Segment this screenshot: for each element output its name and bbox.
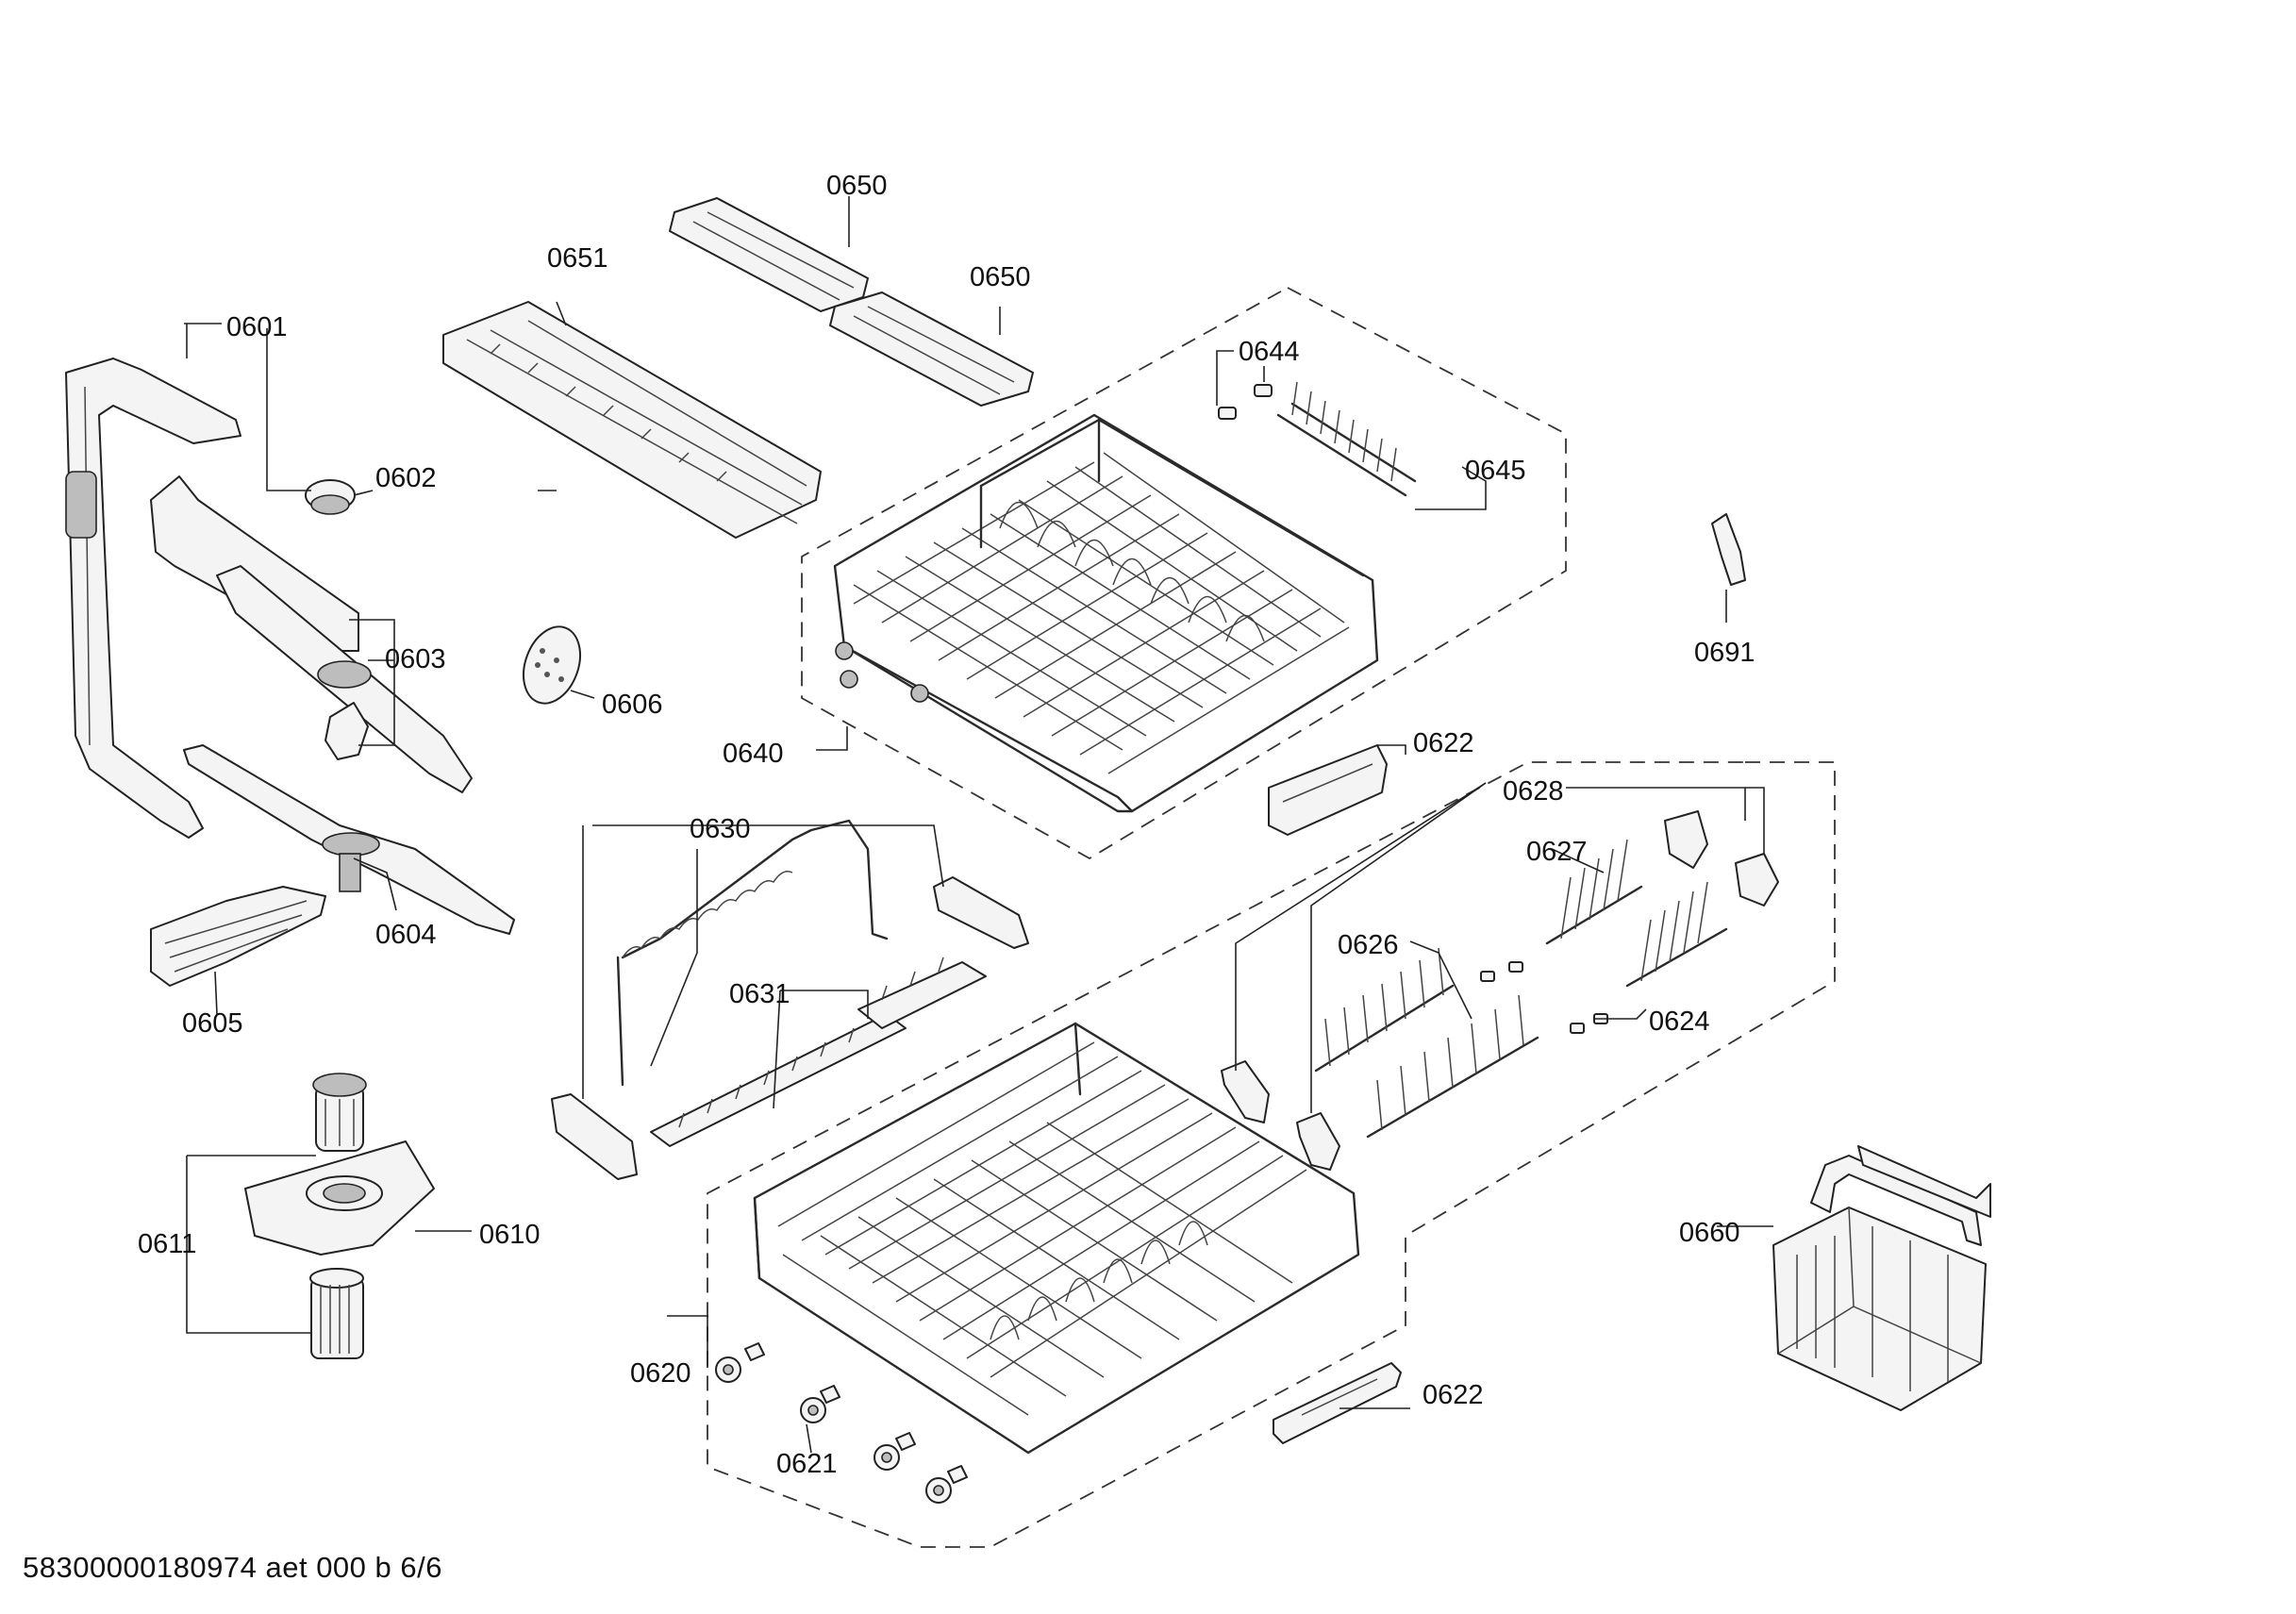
upper-basket-0640 — [833, 413, 1379, 813]
label-0621: 0621 — [776, 1449, 838, 1479]
label-0620: 0620 — [630, 1358, 691, 1389]
filter-plate-0610 — [244, 1140, 435, 1256]
handle-0622-upper — [1268, 744, 1388, 836]
label-0660: 0660 — [1679, 1218, 1740, 1248]
label-0630: 0630 — [690, 814, 751, 844]
cutlery-basket-0660 — [1772, 1145, 1991, 1411]
rack-0627 — [1545, 839, 1728, 988]
upper-basket-group-outline — [801, 286, 1567, 860]
nozzle-0602 — [305, 479, 356, 515]
wheels-0621 — [715, 1342, 968, 1504]
label-0651: 0651 — [547, 243, 608, 274]
cover-0605 — [150, 886, 326, 987]
leader-lines — [184, 196, 1773, 1454]
clip-0691 — [1711, 513, 1746, 586]
label-0691: 0691 — [1694, 638, 1755, 668]
rack-0626 — [1314, 947, 1539, 1139]
filter-0611 — [309, 1073, 367, 1359]
label-0624: 0624 — [1649, 1007, 1710, 1037]
label-0650-b: 0650 — [970, 262, 1031, 292]
label-0622-upper: 0622 — [1413, 728, 1474, 758]
label-0627: 0627 — [1526, 837, 1588, 867]
label-0650-a: 0650 — [826, 171, 888, 201]
holders-0628 — [1221, 1060, 1340, 1171]
spray-tube-0601 — [65, 358, 241, 839]
label-0631: 0631 — [729, 979, 790, 1009]
label-0644: 0644 — [1239, 337, 1300, 367]
document-footer-id: 58300000180974 aet 000 b 6/6 — [23, 1551, 442, 1584]
spray-arm-0603 — [150, 475, 473, 793]
handle-0622-lower — [1273, 1362, 1402, 1444]
label-0610: 0610 — [479, 1220, 541, 1250]
label-0605: 0605 — [182, 1008, 243, 1039]
cutlery-tray-0651 — [442, 301, 822, 539]
clip-0628 — [1664, 810, 1779, 907]
label-0606: 0606 — [602, 690, 663, 720]
label-0603: 0603 — [385, 644, 446, 674]
label-0645: 0645 — [1465, 456, 1526, 486]
holder-0630-right — [933, 876, 1029, 949]
spray-arm-0604 — [183, 744, 515, 935]
label-0640: 0640 — [723, 739, 784, 769]
clip-0644 — [1218, 384, 1273, 420]
label-0601: 0601 — [226, 312, 288, 342]
holder-0630-left — [551, 1093, 638, 1180]
label-0611: 0611 — [138, 1229, 196, 1259]
label-0622-lower: 0622 — [1423, 1380, 1484, 1410]
wire-rack-0630 — [616, 819, 889, 1087]
tray-insert-0650-b — [829, 291, 1034, 407]
rack-0631 — [650, 957, 987, 1147]
label-0604: 0604 — [375, 920, 437, 950]
label-0628: 0628 — [1503, 776, 1564, 807]
lower-basket-0620 — [753, 1022, 1360, 1455]
wheel-0606 — [523, 625, 581, 705]
label-0602: 0602 — [375, 463, 437, 493]
clips-0624 — [1480, 961, 1608, 1034]
label-0626: 0626 — [1338, 930, 1399, 960]
rack-0645 — [1276, 381, 1417, 497]
lower-basket-group-outline — [707, 761, 1836, 1548]
tray-insert-0650-a — [669, 197, 869, 312]
